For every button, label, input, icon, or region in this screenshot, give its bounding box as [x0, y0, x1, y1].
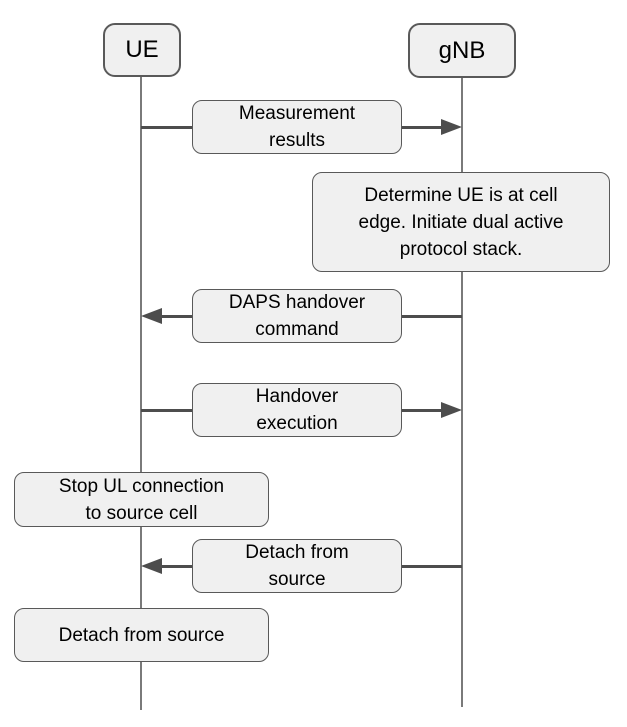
lifeline-gnb — [461, 78, 463, 707]
message-label-handover-execution: Handover execution — [192, 383, 402, 437]
arrow-right-icon — [441, 119, 462, 135]
arrow-left-icon — [141, 558, 162, 574]
note-ue-stop-ul-connection: Stop UL connection to source cell — [14, 472, 269, 527]
arrow-left-icon — [141, 308, 162, 324]
lifeline-ue — [140, 77, 142, 710]
arrow-right-icon — [441, 402, 462, 418]
note-ue-detach-from-source: Detach from source — [14, 608, 269, 662]
message-label-detach-from-source: Detach from source — [192, 539, 402, 593]
actor-box-gnb: gNB — [408, 23, 516, 78]
actor-box-ue: UE — [103, 23, 181, 77]
message-label-daps-handover-command: DAPS handover command — [192, 289, 402, 343]
message-label-measurement-results: Measurement results — [192, 100, 402, 154]
note-gnb-determine-ue-cell-edge: Determine UE is at cell edge. Initiate d… — [312, 172, 610, 272]
